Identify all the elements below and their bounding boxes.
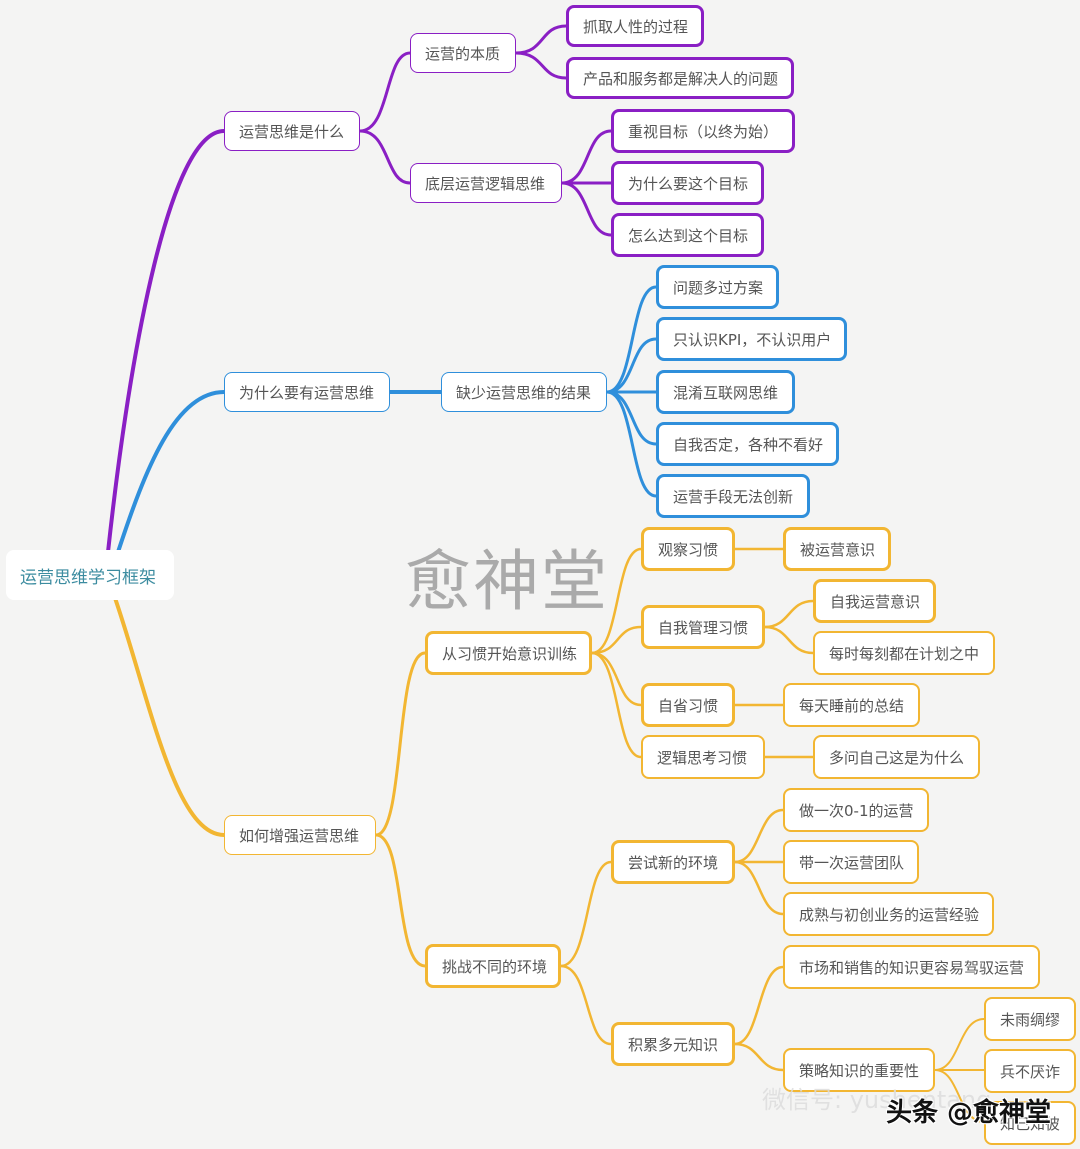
leaf-node[interactable]: 产品和服务都是解决人的问题 [566,57,794,99]
node-label: 挑战不同的环境 [442,957,548,976]
branch-node-why[interactable]: 为什么要有运营思维 [224,372,390,412]
root-label: 运营思维学习框架 [20,567,156,588]
node-logic[interactable]: 底层运营逻辑思维 [410,163,562,203]
node-label: 逻辑思考习惯 [657,748,748,767]
node-label: 抓取人性的过程 [583,17,689,36]
node-label: 运营的本质 [425,44,501,63]
branch-node-how[interactable]: 如何增强运营思维 [224,815,376,855]
node-label: 市场和销售的知识更容易驾驭运营 [799,958,1025,977]
leaf-node[interactable]: 运营手段无法创新 [656,474,810,518]
node-reflect[interactable]: 自省习惯 [641,683,735,727]
node-observe[interactable]: 观察习惯 [641,527,735,571]
leaf-node[interactable]: 自我运营意识 [813,579,936,623]
node-logic-habit[interactable]: 逻辑思考习惯 [641,735,765,779]
node-label: 自我否定，各种不看好 [673,435,824,454]
node-label: 缺少运营思维的结果 [456,383,592,402]
leaf-node[interactable]: 未雨绸缪 [984,997,1076,1041]
branch-node-what-is[interactable]: 运营思维是什么 [224,111,360,151]
node-label: 尝试新的环境 [628,853,719,872]
node-label: 混淆互联网思维 [673,383,779,402]
node-habits[interactable]: 从习惯开始意识训练 [425,631,592,675]
node-label: 从习惯开始意识训练 [442,644,578,663]
node-label: 底层运营逻辑思维 [425,174,546,193]
node-label: 每时每刻都在计划之中 [829,644,980,663]
node-label: 积累多元知识 [628,1035,719,1054]
watermark-center: 愈神堂 [405,543,609,620]
node-label: 带一次运营团队 [799,853,905,872]
node-label: 做一次0-1的运营 [799,801,914,820]
node-label: 多问自己这是为什么 [829,748,965,767]
leaf-node[interactable]: 问题多过方案 [656,265,779,309]
node-label: 运营手段无法创新 [673,487,794,506]
leaf-node[interactable]: 做一次0-1的运营 [783,788,929,832]
node-label: 知己知彼 [1000,1114,1061,1133]
leaf-node[interactable]: 重视目标（以终为始） [611,109,795,153]
leaf-node[interactable]: 被运营意识 [783,527,891,571]
node-essence[interactable]: 运营的本质 [410,33,516,73]
node-label: 运营思维是什么 [239,122,345,141]
node-label: 兵不厌诈 [1000,1062,1061,1081]
leaf-node[interactable]: 抓取人性的过程 [566,5,704,47]
leaf-node[interactable]: 只认识KPI，不认识用户 [656,317,847,361]
node-challenge[interactable]: 挑战不同的环境 [425,944,561,988]
leaf-node[interactable]: 成熟与初创业务的运营经验 [783,892,994,936]
root-node[interactable]: 运营思维学习框架 [6,550,174,600]
node-label: 自我管理习惯 [658,618,749,637]
node-strategy[interactable]: 策略知识的重要性 [783,1048,935,1092]
node-label: 如何增强运营思维 [239,826,360,845]
node-label: 被运营意识 [800,540,876,559]
node-lacking-results[interactable]: 缺少运营思维的结果 [441,372,607,412]
leaf-node[interactable]: 混淆互联网思维 [656,370,795,414]
node-label: 怎么达到这个目标 [628,226,749,245]
node-label: 策略知识的重要性 [799,1061,920,1080]
node-label: 为什么要有运营思维 [239,383,375,402]
node-label: 自省习惯 [658,696,719,715]
node-label: 产品和服务都是解决人的问题 [583,69,779,88]
node-label: 未雨绸缪 [1000,1010,1061,1029]
node-knowledge[interactable]: 积累多元知识 [611,1022,735,1066]
leaf-node[interactable]: 市场和销售的知识更容易驾驭运营 [783,945,1040,989]
node-label: 问题多过方案 [673,278,764,297]
node-label: 成熟与初创业务的运营经验 [799,905,980,924]
node-label: 每天睡前的总结 [799,696,905,715]
node-label: 观察习惯 [658,540,719,559]
node-new-env[interactable]: 尝试新的环境 [611,840,735,884]
leaf-node[interactable]: 每时每刻都在计划之中 [813,631,995,675]
leaf-node[interactable]: 自我否定，各种不看好 [656,422,839,466]
watermark-toutiao: 头条 @愈神堂 [886,1098,1052,1128]
node-label: 自我运营意识 [830,592,921,611]
leaf-node[interactable]: 多问自己这是为什么 [813,735,980,779]
node-label: 为什么要这个目标 [628,174,749,193]
node-label: 只认识KPI，不认识用户 [673,330,832,349]
leaf-node[interactable]: 带一次运营团队 [783,840,919,884]
leaf-node[interactable]: 为什么要这个目标 [611,161,764,205]
leaf-node[interactable]: 兵不厌诈 [984,1049,1076,1093]
node-label: 重视目标（以终为始） [628,122,779,141]
leaf-node[interactable]: 知己知彼 [984,1101,1076,1145]
leaf-node[interactable]: 每天睡前的总结 [783,683,920,727]
leaf-node[interactable]: 怎么达到这个目标 [611,213,764,257]
watermark-wechat: 微信号: yushentang [762,1086,992,1114]
node-self-manage[interactable]: 自我管理习惯 [641,605,765,649]
